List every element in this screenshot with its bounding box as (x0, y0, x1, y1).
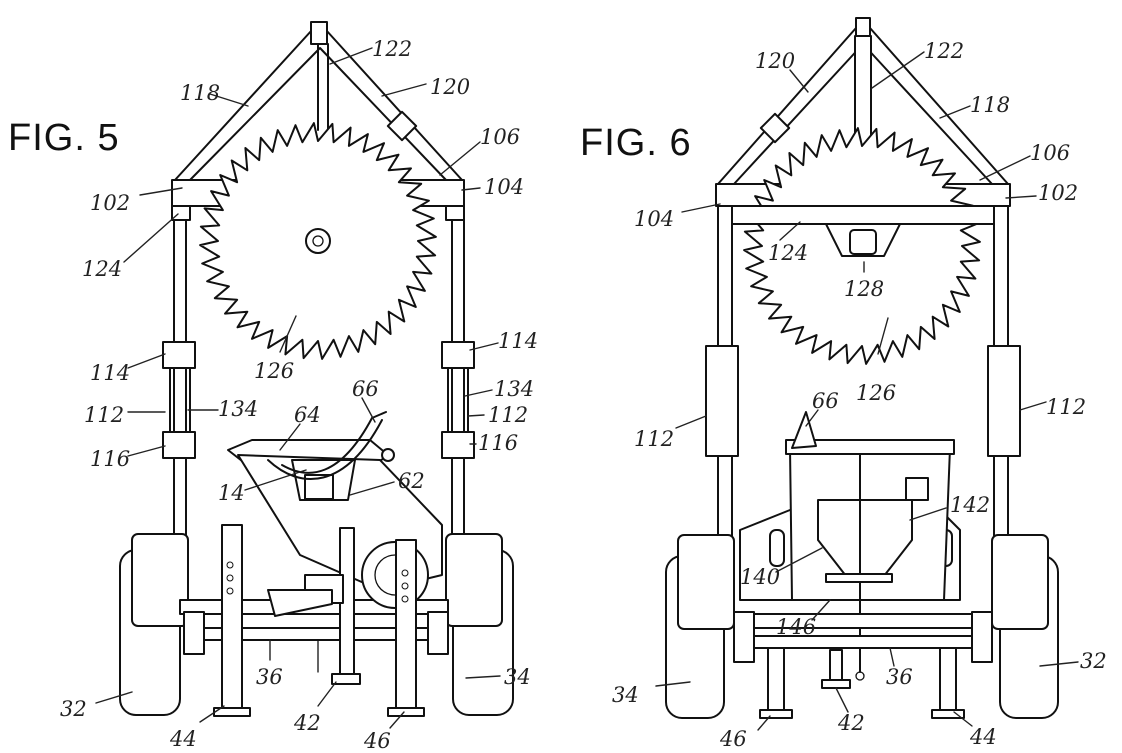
fig6-label-124: 124 (768, 241, 808, 265)
fig6-left-wheel (665, 534, 735, 719)
fig6-label-102: 102 (1038, 181, 1078, 205)
fig5-label-114-left: 114 (90, 361, 130, 385)
fig6-label-140: 140 (740, 565, 780, 589)
fig5-label-62: 62 (398, 469, 425, 493)
fig5-label-36: 36 (256, 665, 283, 689)
fig5-label-122: 122 (372, 37, 412, 61)
fig6-label-128: 128 (844, 277, 884, 301)
fig5-label-112-right: 112 (488, 403, 528, 427)
figure-5: FIG. 5 (8, 21, 538, 753)
fig6-label-120: 120 (755, 49, 795, 73)
fig6-label-126: 126 (856, 381, 896, 405)
fig5-label-118: 118 (180, 81, 220, 105)
fig6-label-112-right: 112 (1046, 395, 1086, 419)
fig5-label-124: 124 (82, 257, 122, 281)
fig5-left-upright (162, 219, 196, 541)
fig5-right-wheel (445, 533, 514, 716)
fig5-label-34: 34 (504, 665, 531, 689)
fig6-label-44: 44 (969, 725, 997, 749)
fig5-label-116-right: 116 (478, 431, 518, 455)
fig5-label-114-right: 114 (498, 329, 538, 353)
fig5-chipper (227, 411, 443, 609)
fig5-label-66: 66 (352, 377, 379, 401)
figure-5-title: FIG. 5 (8, 117, 120, 159)
fig5-label-134-right: 134 (494, 377, 534, 401)
fig5-label-46: 46 (363, 729, 391, 753)
fig6-axle-and-jacks (733, 611, 993, 719)
fig5-label-104: 104 (484, 175, 524, 199)
fig6-label-34: 34 (612, 683, 639, 707)
fig5-label-64: 64 (294, 403, 321, 427)
fig6-label-106: 106 (1030, 141, 1070, 165)
figure-6-title: FIG. 6 (580, 122, 692, 164)
fig6-label-46: 46 (719, 727, 747, 751)
fig5-hitch-and-jacks (213, 524, 425, 717)
fig6-reference-numerals: 120 122 118 106 104 102 124 128 126 112 … (612, 39, 1107, 751)
fig5-label-106: 106 (480, 125, 520, 149)
fig5-left-wheel (119, 533, 189, 716)
fig6-right-wheel (991, 534, 1059, 719)
fig6-label-36: 36 (886, 665, 913, 689)
fig6-label-118: 118 (970, 93, 1010, 117)
fig5-label-44: 44 (169, 727, 197, 751)
fig6-label-122: 122 (924, 39, 964, 63)
fig5-label-120: 120 (430, 75, 470, 99)
fig5-label-116-left: 116 (90, 447, 130, 471)
fig5-label-102: 102 (90, 191, 130, 215)
fig5-right-upright (441, 219, 475, 541)
fig5-label-126: 126 (254, 359, 294, 383)
fig5-label-42: 42 (293, 711, 321, 735)
fig6-label-32: 32 (1080, 649, 1107, 673)
fig6-label-104: 104 (634, 207, 674, 231)
fig6-label-146: 146 (776, 615, 816, 639)
fig5-saw-blade (199, 122, 437, 360)
fig5-label-14: 14 (218, 481, 245, 505)
fig5-label-134-left: 134 (218, 397, 258, 421)
fig5-label-112-left: 112 (84, 403, 124, 427)
fig6-label-142: 142 (950, 493, 990, 517)
fig6-label-66: 66 (812, 389, 839, 413)
fig6-leader-lines (655, 51, 1079, 731)
fig5-leader-lines (95, 47, 501, 729)
fig5-label-32: 32 (60, 697, 87, 721)
fig6-chipper (739, 411, 961, 673)
fig6-label-112-left: 112 (634, 427, 674, 451)
fig6-label-42: 42 (837, 711, 865, 735)
fig5-reference-numerals: 122 118 120 106 102 104 124 126 114 114 … (60, 37, 538, 753)
figure-6: FIG. 6 (580, 17, 1107, 751)
fig6-saw-blade (731, 127, 995, 365)
